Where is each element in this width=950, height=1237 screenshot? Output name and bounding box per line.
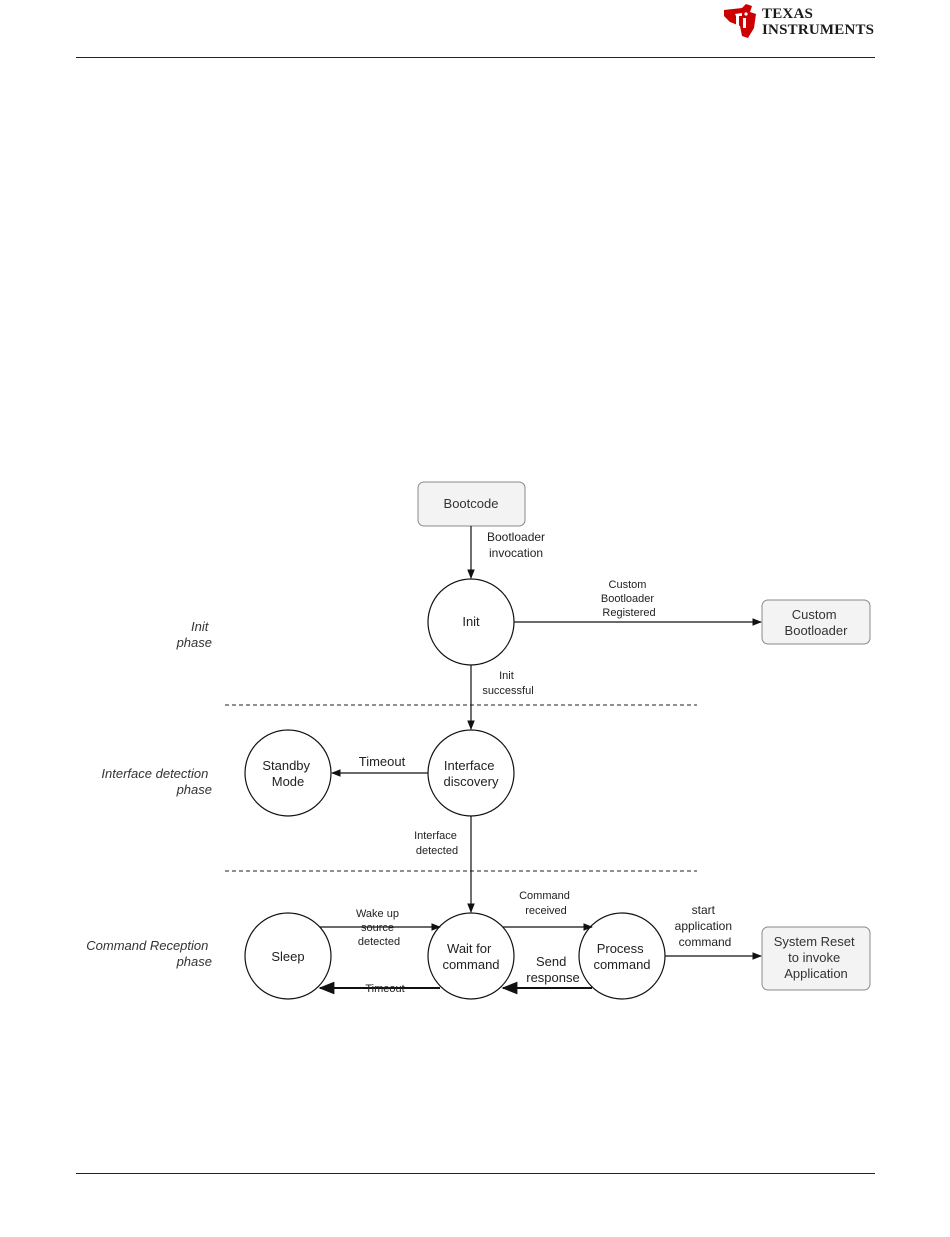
label-send-response: Send response xyxy=(526,954,579,985)
label-timeout-sleep: Timeout xyxy=(365,983,404,995)
wait-for-command-label: Wait for command xyxy=(442,941,499,972)
label-interface-detected: Interface detected xyxy=(414,830,460,857)
process-command-label: Process command xyxy=(593,941,650,972)
ti-logo-icon xyxy=(724,4,756,38)
header-rule xyxy=(76,57,875,58)
label-init-successful: Init successful xyxy=(482,670,533,697)
brand-line2: Instruments xyxy=(762,22,875,38)
standby-mode-label: Standby Mode xyxy=(262,758,313,789)
phase-label-command: Command Reception phase xyxy=(86,938,212,969)
phase-label-interface: Interface detection phase xyxy=(101,766,212,797)
label-timeout-standby: Timeout xyxy=(359,754,406,769)
label-start-application: start application command xyxy=(675,903,736,949)
label-custom-registered: Custom Bootloader Registered xyxy=(601,579,657,619)
system-reset-box xyxy=(761,926,871,991)
custom-bootloader-box xyxy=(761,599,871,645)
label-wake-up: Wake up source detected xyxy=(356,908,402,948)
label-command-received: Command received xyxy=(519,890,573,917)
footer-rule xyxy=(76,1173,875,1174)
standby-mode-state xyxy=(244,729,332,817)
phase-label-init: Init phase xyxy=(176,619,212,650)
brand-line1: Texas xyxy=(762,6,814,22)
bootcode-label: Bootcode xyxy=(444,496,499,511)
init-state-label: Init xyxy=(462,614,480,629)
custom-bootloader-label: Custom Bootloader xyxy=(785,607,849,638)
wait-for-command-state xyxy=(427,912,515,1000)
interface-discovery-label: Interface discovery xyxy=(444,758,499,789)
process-command-state xyxy=(578,912,666,1000)
interface-discovery-state xyxy=(427,729,515,817)
system-reset-label: System Reset to invoke Application xyxy=(774,934,859,981)
sleep-state-label: Sleep xyxy=(271,949,304,964)
label-bootloader-invocation: Bootloader invocation xyxy=(487,530,548,560)
sleep-state xyxy=(244,912,332,1000)
